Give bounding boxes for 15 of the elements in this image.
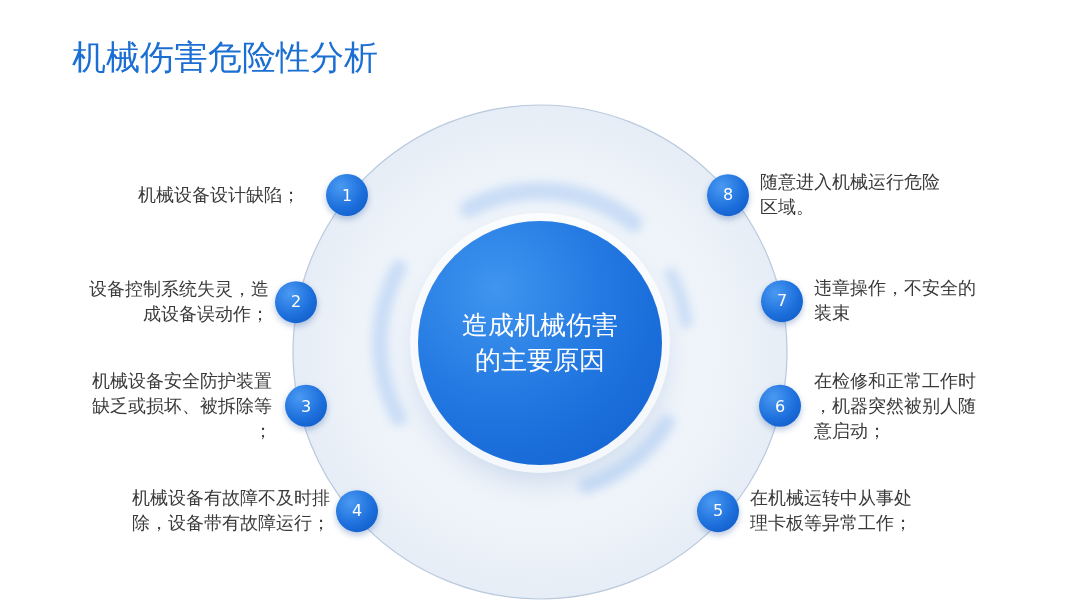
cause-text: 在检修和正常工作时，机器突然被别人随意启动； — [814, 368, 977, 443]
number-circle: 2 — [275, 281, 317, 323]
number-circle: 1 — [326, 174, 368, 216]
page-title: 机械伤害危险性分析 — [72, 37, 378, 78]
cause-text: 违章操作，不安全的装束 — [814, 276, 977, 325]
topic-text: 造成机械伤害的主要原因 — [461, 308, 619, 377]
number-circle: 3 — [285, 385, 327, 427]
cause-text: 在机械运转中从事处理卡板等异常工作； — [750, 486, 913, 535]
cause-text: 机械设备设计缺陷； — [137, 182, 300, 207]
cause-text: 机械设备有故障不及时排除，设备带有故障运行； — [131, 486, 330, 535]
number-circle: 7 — [761, 280, 803, 322]
cause-text: 随意进入机械运行危险区域。 — [760, 170, 941, 219]
cause-text: 机械设备安全防护装置缺乏或损坏、被拆除等； — [91, 368, 272, 443]
cause-text: 设备控制系统失灵，造成设备误动作； — [88, 277, 269, 326]
number-circle: 8 — [707, 174, 749, 216]
